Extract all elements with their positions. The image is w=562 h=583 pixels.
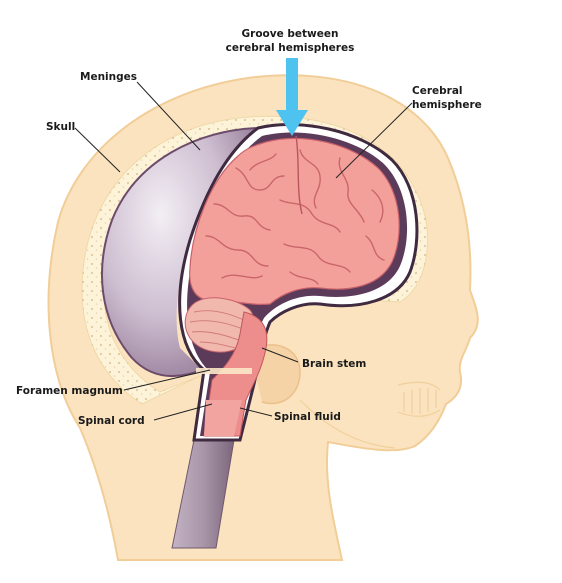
- groove-label-line2: cerebral hemispheres: [226, 42, 355, 54]
- skull-label: Skull: [46, 121, 75, 133]
- brain-stem-label: Brain stem: [302, 358, 366, 370]
- leader-lines: [74, 81, 413, 421]
- jaw-outline: [299, 381, 441, 449]
- cerebral-label-line1: Cerebral: [412, 85, 463, 97]
- spinal-cord-upper: [204, 400, 242, 436]
- cerebral-hemisphere: [189, 137, 400, 306]
- groove-label-line1: Groove between: [242, 28, 339, 40]
- groove-arrow-icon: [276, 58, 308, 136]
- foramen-magnum: [196, 368, 252, 374]
- meninges-dome: [101, 128, 258, 377]
- meninges-label: Meninges: [80, 71, 137, 83]
- foramen-magnum-label: Foramen magnum: [16, 385, 123, 397]
- cerebral-label-line2: hemisphere: [412, 99, 482, 111]
- spinal-fluid-label: Spinal fluid: [274, 411, 341, 423]
- brain-folds: [205, 149, 385, 285]
- spinal-cord-label: Spinal cord: [78, 415, 145, 427]
